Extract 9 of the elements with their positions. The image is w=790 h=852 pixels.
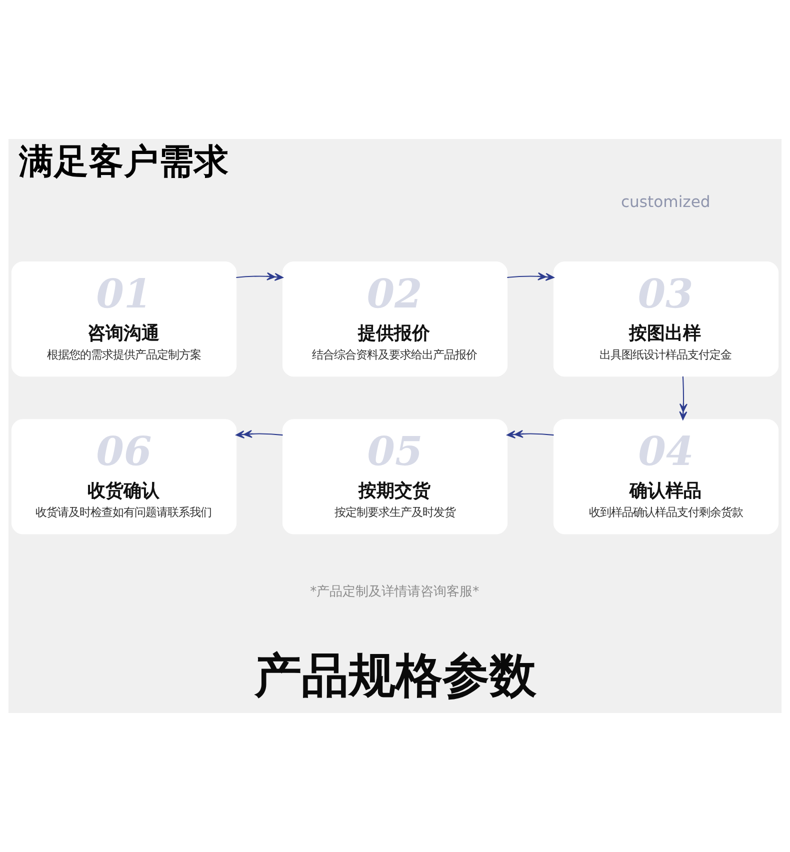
label: 产品规格参数 xyxy=(254,650,536,704)
arrow xyxy=(507,272,554,281)
arrow xyxy=(506,430,554,438)
arrow xyxy=(236,272,284,281)
label: *产品定制及详情请咨询客服* xyxy=(310,584,480,600)
label: customized xyxy=(620,192,710,211)
diagram-title: 满足客户需求 xyxy=(18,142,229,182)
arrow xyxy=(679,376,688,420)
arrow xyxy=(236,430,283,438)
